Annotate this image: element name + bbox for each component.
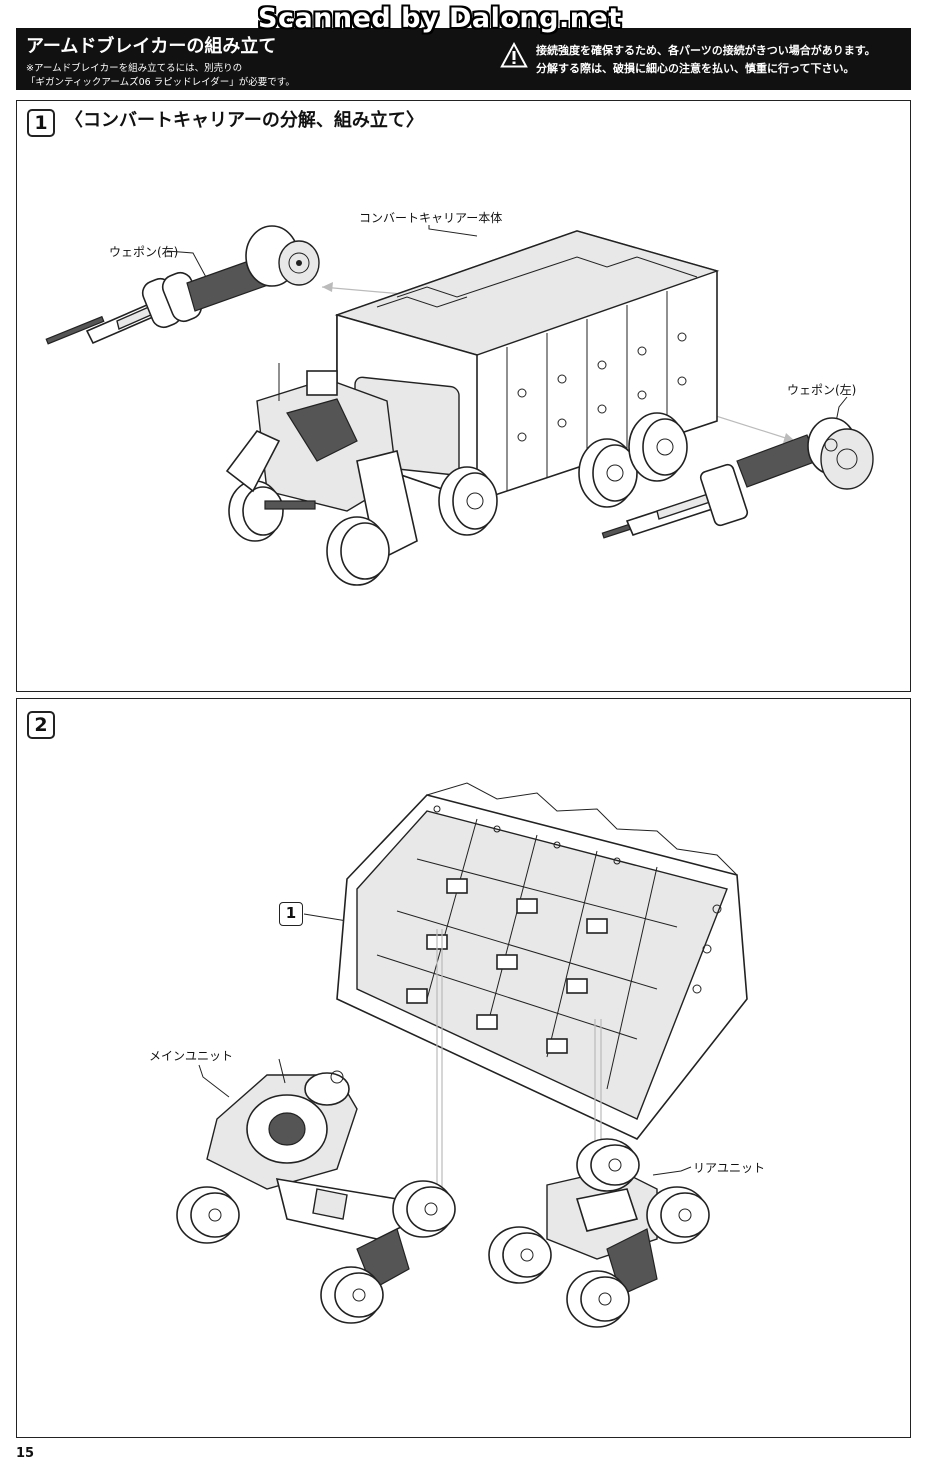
carrier-body-part bbox=[334, 230, 720, 503]
step-1-number: 1 bbox=[27, 109, 55, 137]
step-1-reference-badge: 1 bbox=[279, 902, 303, 926]
carrier-shell-part bbox=[336, 782, 748, 1140]
step-2-panel: 2 1 メインユニット リアユニット bbox=[16, 698, 911, 1438]
scan-watermark: Scanned by Dalong.net bbox=[258, 3, 622, 34]
step-2-illustration bbox=[176, 782, 748, 1328]
page-title: アームドブレイカーの組み立て bbox=[26, 36, 277, 57]
weapon-left-part bbox=[601, 417, 874, 539]
rear-unit-part bbox=[488, 1138, 710, 1328]
rear-unit-label: リアユニット bbox=[693, 1161, 766, 1175]
carrier-wheels bbox=[438, 412, 688, 536]
step-1-title: 〈コンバートキャリアーの分解、組み立て〉 bbox=[65, 110, 424, 131]
caution-line-2: 分解する際は、破損に細心の注意を払い、慎重に行って下さい。 bbox=[536, 62, 855, 75]
step-1-panel: 1 〈コンバートキャリアーの分解、組み立て〉 コンバートキャリアー本体 ウェポン… bbox=[16, 100, 911, 692]
carrier-front-unit bbox=[225, 363, 418, 586]
warning-triangle-icon bbox=[500, 41, 528, 68]
main-unit-part bbox=[176, 1058, 456, 1324]
requirement-note-line-2: 「ギガンティックアームズ06 ラピッドレイダー」が必要です。 bbox=[26, 77, 295, 88]
instruction-header: アームドブレイカーの組み立て ※アームドブレイカーを組み立てるには、別売りの 「… bbox=[16, 28, 911, 90]
weapon-left-label: ウェポン(左) bbox=[787, 383, 857, 397]
step-1-illustration bbox=[45, 225, 874, 586]
main-unit-label: メインユニット bbox=[149, 1049, 234, 1063]
weapon-right-part bbox=[45, 225, 320, 345]
carrier-body-label: コンバートキャリアー本体 bbox=[359, 211, 503, 225]
requirement-note-line-1: ※アームドブレイカーを組み立てるには、別売りの bbox=[26, 63, 243, 74]
weapon-right-label: ウェポン(右) bbox=[109, 245, 179, 259]
caution-line-1: 接続強度を確保するため、各パーツの接続がきつい場合があります。 bbox=[536, 44, 876, 57]
step-2-number: 2 bbox=[27, 711, 55, 739]
page-number: 15 bbox=[16, 1446, 35, 1461]
